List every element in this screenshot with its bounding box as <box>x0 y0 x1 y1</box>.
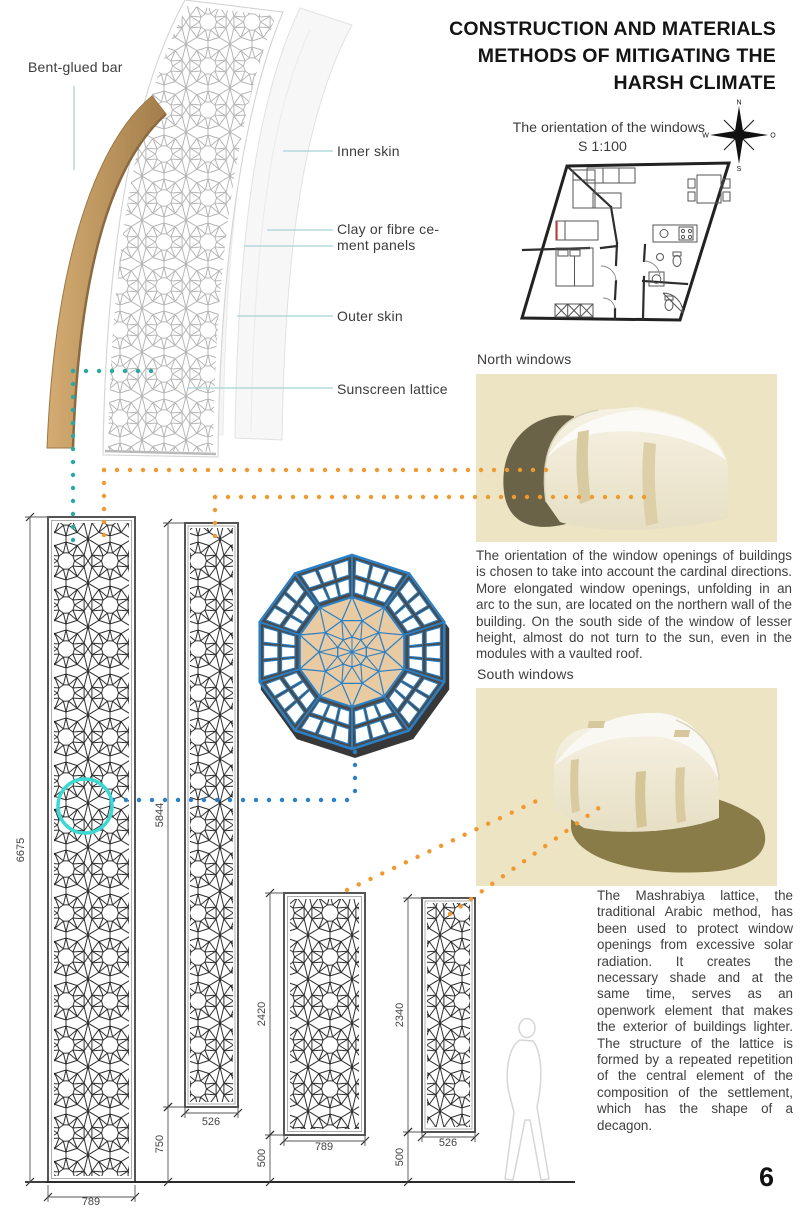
inner-skin-label: Inner skin <box>337 143 400 159</box>
south-roof-vent-1 <box>587 721 605 728</box>
lattice-panel-4 <box>421 897 476 1133</box>
compass-e: O <box>770 133 776 140</box>
outer-skin-label: Outer skin <box>337 308 403 324</box>
dim-panel1-width: 789 <box>81 1196 101 1208</box>
clay-panels-label-2: ment panels <box>337 237 416 253</box>
floor-plan <box>519 161 732 322</box>
dim-panel2-width: 526 <box>201 1116 221 1128</box>
bent-glued-bar-label: Bent-glued bar <box>28 59 123 75</box>
dim-panel4-height: 2340 <box>394 1002 406 1028</box>
plan-scale: S 1:100 <box>578 139 627 155</box>
sunscreen-lattice-label: Sunscreen lattice <box>337 381 448 397</box>
south-window-slit-1 <box>570 759 580 813</box>
south-windows-label: South windows <box>477 666 574 682</box>
mashrabiya-paragraph: The Mashrabiya lattice, the traditional … <box>597 888 793 1133</box>
north-windows-label: North windows <box>477 351 572 367</box>
lattice-panel-2 <box>184 522 239 1108</box>
orientation-paragraph: The orientation of the window openings o… <box>476 548 792 662</box>
lattice-panels-elevation <box>25 512 575 1202</box>
title-line-3: HARSH CLIMATE <box>613 72 776 94</box>
title-line-1: CONSTRUCTION AND MATERIALS <box>449 18 776 40</box>
title-line-2: METHODS OF MITIGATING THE <box>477 45 776 67</box>
dim-panel2-height: 5844 <box>154 802 166 828</box>
dim-panel3-width: 789 <box>314 1141 334 1153</box>
decagon-lattice-detail <box>258 553 450 758</box>
clay-panels-label-1: Clay or fibre ce- <box>337 221 440 237</box>
dim-panel4-elevation: 500 <box>394 1147 406 1167</box>
dim-panel1-height: 6675 <box>15 837 27 863</box>
south-roof-vent-2 <box>673 730 691 737</box>
compass-n: N <box>736 100 741 107</box>
human-figure <box>504 1017 550 1181</box>
page-title: CONSTRUCTION AND MATERIALS METHODS OF MI… <box>376 16 776 97</box>
north-window-slit-2 <box>642 442 658 526</box>
north-window-slit-1 <box>576 430 591 504</box>
compass-rose: N O S W <box>702 100 776 173</box>
south-window-slit-3 <box>675 767 686 823</box>
exploded-assembly-diagram <box>46 0 353 463</box>
page-number: 6 <box>758 1162 774 1192</box>
dim-panel4-width: 526 <box>438 1137 458 1149</box>
compass-w: W <box>702 133 709 140</box>
lattice-panel-1 <box>47 516 136 1183</box>
dim-panel3-height: 2420 <box>256 1001 268 1027</box>
lattice-panel-3 <box>283 892 366 1136</box>
dim-panel3-elevation: 500 <box>256 1148 268 1168</box>
south-window-slit-2 <box>635 771 647 828</box>
compass-s: S <box>737 166 742 172</box>
south-windows-render <box>476 688 777 886</box>
inner-skin-layer <box>234 7 353 441</box>
plan-furniture <box>554 167 731 318</box>
plan-caption: The orientation of the windows <box>512 120 705 136</box>
dim-panel2-elevation: 750 <box>154 1134 166 1154</box>
